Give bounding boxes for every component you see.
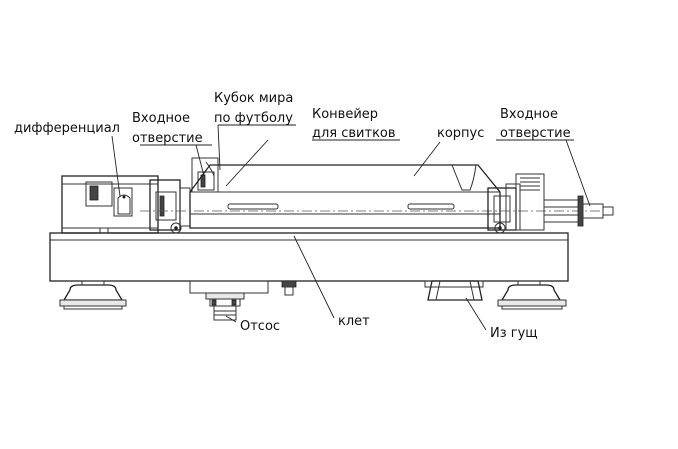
label-sludge-outlet: Из гущ	[490, 326, 538, 341]
left-bearing	[149, 179, 191, 234]
leader-lines	[111, 124, 591, 331]
right-foot	[497, 280, 567, 310]
label-inlet-left-line2: отверстие	[132, 131, 203, 146]
label-conveyor-line1: Конвейер	[312, 107, 378, 122]
left-foot	[59, 280, 127, 310]
label-differential: дифференциал	[14, 121, 120, 136]
sludge-hopper	[427, 280, 483, 301]
label-inlet-left-line1: Входное	[132, 111, 190, 126]
label-housing: корпус	[437, 126, 484, 141]
label-conveyor-line2: для свитков	[312, 126, 396, 141]
label-inlet-right-line2: отверстие	[500, 126, 571, 141]
right-bearing	[487, 173, 545, 234]
label-inlet-right-line1: Входное	[500, 107, 558, 122]
label-world-cup-line2: по футболу	[214, 111, 293, 126]
label-frame: клет	[338, 314, 370, 329]
base-frame	[49, 232, 569, 294]
feed-head-left	[191, 157, 219, 193]
drain-valve	[281, 280, 297, 296]
label-suction: Отсос	[240, 319, 280, 334]
suction-outlet	[205, 292, 245, 321]
right-feed-pipe	[543, 195, 614, 227]
bowl-housing	[140, 164, 600, 229]
differential-gearbox	[61, 175, 159, 234]
label-world-cup-line1: Кубок мира	[214, 91, 293, 106]
